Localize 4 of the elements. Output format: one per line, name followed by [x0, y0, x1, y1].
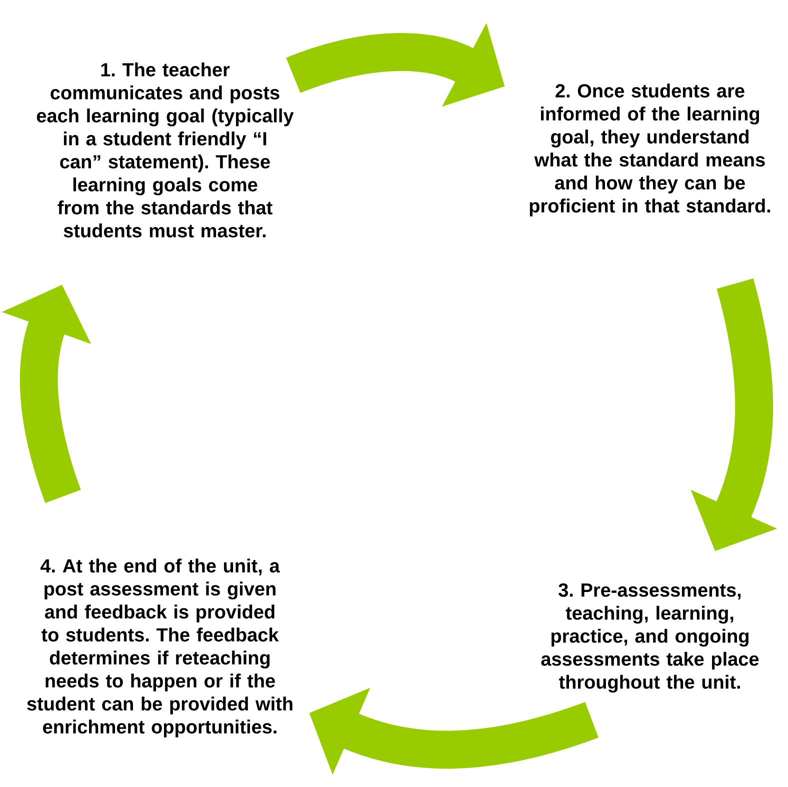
- step-text: 2. Once students are informed of the learning goal, they understand what the standard means and how they can be proficient in that standard.: [530, 84, 770, 216]
- step-text: 1. The teacher communicates and posts each learning goal (typically in a student friendly “I can” statement). These learning goals come from the standards that students must master.: [36, 62, 294, 238]
- step-text: 4. At the end of the unit, a post assessment is given and feedback is provided to students. The feedback determines if reteaching needs to happen or if the student can be provided with enrichment opportunities.: [27, 558, 292, 738]
- step-text: 3. Pre-assessments, teaching, learning, practice, and ongoing assessments take place throughout the unit.: [541, 583, 759, 693]
